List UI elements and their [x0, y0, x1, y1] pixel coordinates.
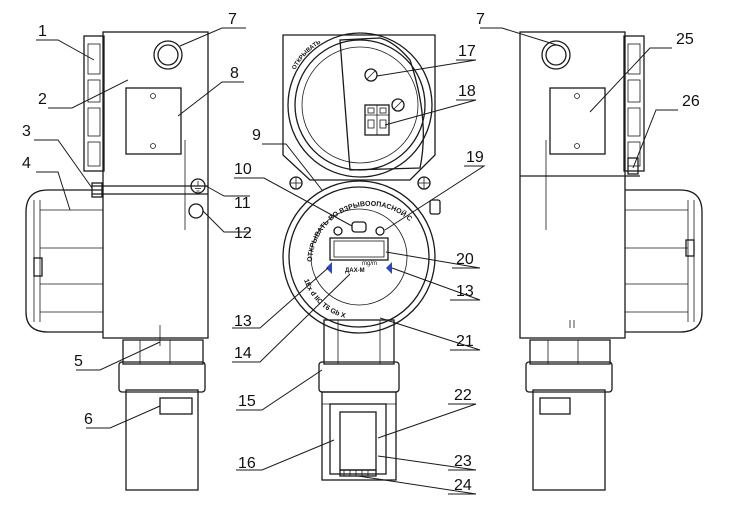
- label-5: 5: [74, 353, 83, 370]
- label-18: 18: [458, 83, 476, 100]
- label-7-right: 7: [476, 11, 485, 28]
- label-19: 19: [466, 149, 484, 166]
- right-triangle-button-icon: [386, 262, 392, 274]
- label-23: 23: [454, 453, 472, 470]
- model-text: ДАХ-М: [345, 268, 365, 274]
- center-front-view: ОТКРЫВАТЬ ОТКРЫВАТЬ ВО ВЗРЫВООПАСНОЙ СРЕ…: [0, 0, 441, 481]
- right-side-view: [519, 31, 703, 491]
- label-24: 24: [454, 477, 472, 494]
- label-17: 17: [458, 43, 476, 60]
- label-12: 12: [234, 225, 252, 242]
- label-9: 9: [252, 127, 261, 144]
- label-25: 25: [676, 31, 694, 48]
- label-26: 26: [682, 93, 700, 110]
- label-14: 14: [234, 345, 252, 362]
- label-11: 11: [234, 195, 251, 212]
- label-4: 4: [22, 155, 31, 172]
- label-20: 20: [456, 251, 474, 268]
- label-22: 22: [454, 387, 472, 404]
- left-triangle-button-icon: [326, 262, 332, 274]
- left-side-view: [25, 31, 209, 491]
- label-10: 10: [234, 161, 252, 178]
- label-21: 21: [456, 333, 474, 350]
- label-15: 15: [238, 393, 256, 410]
- label-2: 2: [38, 91, 47, 108]
- label-16: 16: [238, 455, 256, 472]
- label-7-left: 7: [228, 11, 237, 28]
- label-6: 6: [84, 411, 93, 428]
- label-3: 3: [22, 123, 31, 140]
- label-8: 8: [230, 65, 239, 82]
- label-13-right: 13: [456, 283, 474, 300]
- display-unit-text: mg/m: [362, 261, 377, 267]
- callout-numbers: 1 2 3 4 5 6 7 8 9 10 11 12 13 14 15 16 1…: [22, 11, 700, 494]
- leader-lines: [34, 27, 678, 495]
- label-1: 1: [38, 23, 47, 40]
- label-13-left: 13: [234, 313, 252, 330]
